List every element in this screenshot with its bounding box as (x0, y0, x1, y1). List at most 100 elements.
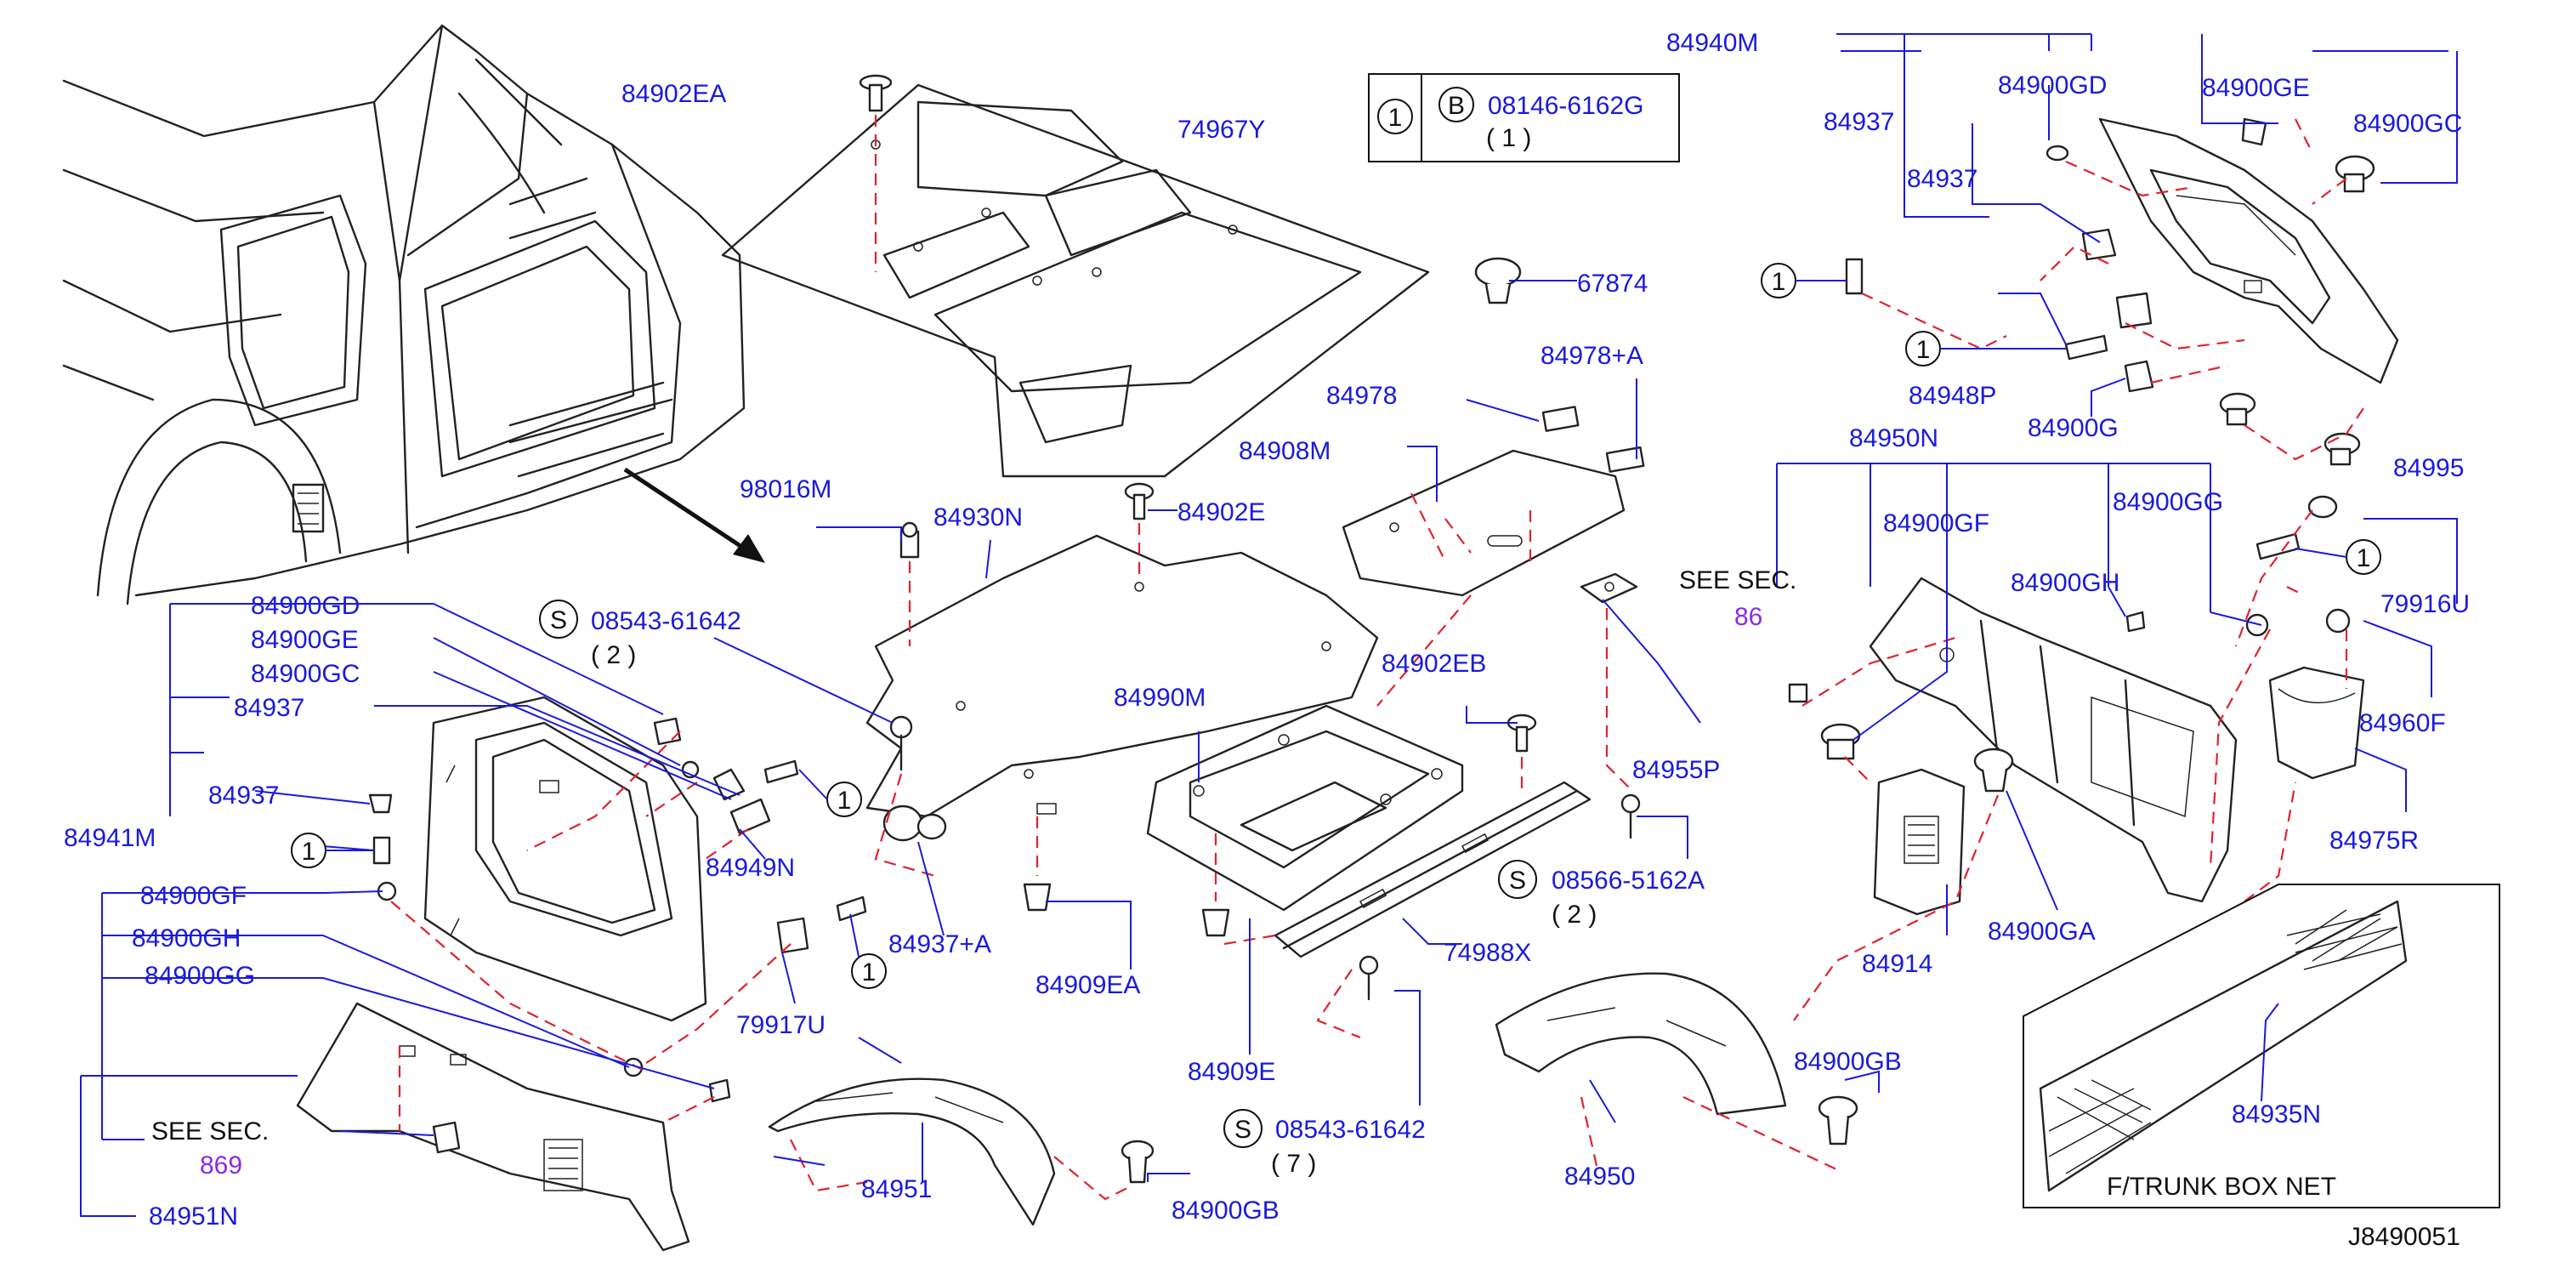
label-74988X[interactable]: 74988X (1444, 939, 1531, 967)
clip-84900G[interactable] (2124, 360, 2154, 393)
bracket-84955P[interactable] (1580, 572, 1638, 604)
label-84908M[interactable]: 84908M (1239, 437, 1331, 465)
label-84978A[interactable]: 84978+A (1540, 342, 1643, 370)
label-84909E[interactable]: 84909E (1188, 1058, 1275, 1086)
label-84951N[interactable]: 84951N (149, 1202, 238, 1231)
label-84900GD-left[interactable]: 84900GD (251, 592, 360, 620)
label-84995[interactable]: 84995 (2393, 454, 2464, 482)
label-84978[interactable]: 84978 (1326, 382, 1397, 410)
label-84975R[interactable]: 84975R (2329, 827, 2419, 855)
clip-79916U-b[interactable] (2307, 495, 2338, 519)
label-84937-b[interactable]: 84937 (1907, 165, 1977, 193)
storage-box-84990M[interactable] (1146, 704, 1464, 912)
label-84900GC-left[interactable]: 84900GC (251, 660, 360, 688)
label-84950N[interactable]: 84950N (1849, 424, 1938, 452)
label-84937-left-2[interactable]: 84937 (208, 782, 279, 810)
pocket-84975R[interactable] (2268, 666, 2365, 780)
clip-84900GB-right[interactable] (1818, 1095, 1858, 1145)
label-84900GG-left[interactable]: 84900GG (145, 962, 255, 990)
clip-84902EA[interactable] (859, 74, 893, 112)
bolt-c1-right-a[interactable] (1845, 258, 1864, 295)
label-84990M[interactable]: 84990M (1114, 684, 1206, 712)
label-84900GE-left[interactable]: 84900GE (251, 626, 359, 654)
label-84909EA[interactable]: 84909EA (1036, 971, 1140, 999)
clip-84900GH-left[interactable] (708, 1078, 731, 1103)
label-79916U[interactable]: 79916U (2380, 590, 2470, 618)
wheelhouse-liner-84950[interactable] (1495, 972, 1787, 1116)
clip-84902E[interactable] (1124, 482, 1155, 520)
bolt-c1-left[interactable] (372, 836, 391, 865)
label-84930N[interactable]: 84930N (933, 503, 1023, 532)
label-74967Y[interactable]: 74967Y (1177, 116, 1265, 144)
clip-84995[interactable] (2324, 432, 2361, 466)
label-84900GH-left[interactable]: 84900GH (132, 924, 241, 952)
label-84902EA[interactable]: 84902EA (621, 80, 726, 108)
pad-84978A[interactable] (1605, 446, 1645, 473)
clip-84937-left[interactable] (368, 793, 393, 814)
clip-84909E[interactable] (1201, 908, 1230, 937)
label-84951[interactable]: 84951 (861, 1175, 932, 1203)
label-84950[interactable]: 84950 (1564, 1163, 1635, 1191)
label-84960F[interactable]: 84960F (2359, 709, 2446, 737)
label-84900G[interactable]: 84900G (2028, 414, 2119, 442)
label-84937A[interactable]: 84937+A (888, 930, 991, 958)
clip-79916U[interactable] (2325, 608, 2351, 634)
label-84900GA[interactable]: 84900GA (1988, 918, 2096, 946)
clip-79917U[interactable] (776, 917, 809, 954)
wheelhouse-liner-84951[interactable] (768, 1077, 1056, 1226)
label-84900GF-left[interactable]: 84900GF (140, 882, 247, 910)
pad-84978[interactable] (1541, 406, 1580, 432)
label-84935N[interactable]: 84935N (2232, 1100, 2321, 1128)
screw-08543-61642-b[interactable] (1359, 955, 1379, 1001)
see-sec-right-ref[interactable]: 86 (1734, 603, 1762, 631)
clip-84948P[interactable] (2115, 292, 2153, 329)
quarter-trim-84941M[interactable] (423, 696, 707, 1022)
label-67874[interactable]: 67874 (1577, 270, 1648, 298)
label-84900GB-right[interactable]: 84900GB (1794, 1048, 1902, 1076)
trunk-net-84935N[interactable] (2039, 900, 2408, 1192)
label-08543-61642-b[interactable]: 08543-61642 (1275, 1116, 1426, 1144)
clip-84900GE-right[interactable] (2241, 117, 2267, 146)
label-84900GH-right[interactable]: 84900GH (2011, 569, 2119, 597)
label-84902EB[interactable]: 84902EB (1382, 650, 1486, 678)
label-08566-5162A[interactable]: 08566-5162A (1552, 867, 1705, 895)
clip-84900GB-left[interactable] (1121, 1140, 1155, 1184)
label-84941M[interactable]: 84941M (64, 824, 156, 852)
bolt-c1-b[interactable] (763, 759, 799, 784)
label-84955P[interactable]: 84955P (1632, 756, 1720, 784)
label-84937-left-1[interactable]: 84937 (234, 694, 304, 722)
clip-84900GC-right[interactable] (2335, 155, 2375, 193)
label-84900GE-top[interactable]: 84900GE (2202, 74, 2310, 102)
bolt-c1-c[interactable] (836, 895, 867, 922)
clip-see-sec-869[interactable] (432, 1121, 461, 1154)
label-08543-61642-a[interactable]: 08543-61642 (591, 607, 741, 635)
label-84914[interactable]: 84914 (1862, 950, 1932, 978)
spec-part-number[interactable]: 08146-6162G (1488, 92, 1644, 120)
clip-84900GH-right[interactable] (2125, 611, 2146, 633)
label-79917U[interactable]: 79917U (736, 1011, 826, 1039)
grommet-84937A[interactable] (882, 804, 947, 842)
lower-trim-84950N[interactable] (1869, 577, 2238, 903)
label-84900GG-right[interactable]: 84900GG (2113, 488, 2223, 516)
clip-84900GF-right[interactable] (1820, 723, 1861, 760)
rail-74988X[interactable] (1274, 781, 1592, 958)
label-84902E[interactable]: 84902E (1177, 498, 1265, 526)
clip-see-sec-869-right[interactable] (1788, 683, 1808, 703)
clip-84900G-b[interactable] (2219, 392, 2256, 426)
label-98016M[interactable]: 98016M (740, 475, 831, 503)
label-84940M[interactable]: 84940M (1666, 29, 1758, 57)
clip-84949N-b[interactable] (712, 768, 746, 801)
panel-84914[interactable] (1873, 768, 1966, 916)
clip-84900GD-right[interactable] (2045, 145, 2069, 162)
plug-67874[interactable] (1474, 257, 1522, 304)
clip-98016M[interactable] (899, 521, 920, 559)
lower-trim-84951N[interactable] (296, 1002, 690, 1252)
lid-84908M[interactable] (1342, 449, 1626, 597)
clip-84900GA[interactable] (1973, 748, 2014, 793)
floor-mat-74967Y[interactable] (721, 83, 1430, 478)
label-84949N[interactable]: 84949N (706, 854, 795, 882)
label-84900GD-top[interactable]: 84900GD (1998, 71, 2107, 99)
bolt-c1-right-c[interactable] (2255, 532, 2301, 560)
clip-84902EB[interactable] (1506, 713, 1537, 753)
label-84900GC-top[interactable]: 84900GC (2353, 110, 2462, 138)
